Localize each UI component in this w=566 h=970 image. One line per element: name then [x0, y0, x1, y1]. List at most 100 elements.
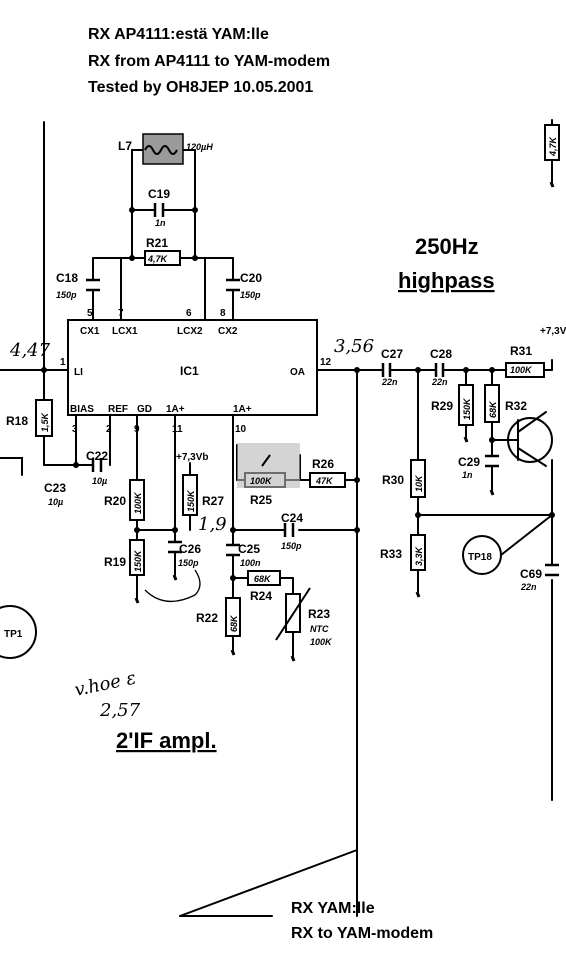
ic1-pinnum-1: 1 — [60, 357, 66, 368]
c29-label: C29 — [458, 455, 480, 469]
r29-value: 150K — [462, 397, 472, 420]
title-line-1: RX AP4111:estä YAM:lle — [88, 26, 269, 43]
r32-label: R32 — [505, 399, 527, 413]
c27-value: 22n — [381, 377, 398, 387]
ic1-pinnum-6: 6 — [186, 308, 192, 319]
c18-label: C18 — [56, 271, 78, 285]
c29-value: 1n — [462, 470, 473, 480]
ic1-pin-bias: BIAS — [70, 404, 94, 415]
l7-value: 120µH — [186, 142, 213, 152]
vcc-b-label: +7,3Vb — [176, 452, 209, 463]
ground-symbols — [134, 181, 555, 662]
ic1-pinnum-8: 8 — [220, 308, 226, 319]
c25-label: C25 — [238, 542, 260, 556]
r4-value: 4,7K — [548, 135, 558, 157]
r27-value: 150K — [186, 489, 196, 512]
footer-line-1: RX YAM:lle — [291, 900, 375, 917]
ic1-body — [67, 319, 318, 416]
r24-label: R24 — [250, 589, 272, 603]
r26-label: R26 — [312, 457, 334, 471]
r21-label: R21 — [146, 236, 168, 250]
ic1-pinnum-7: 7 — [118, 308, 124, 319]
hand-scrawl: v.hoe ε — [73, 667, 138, 700]
c22-label: C22 — [86, 449, 108, 463]
r19-value: 150K — [133, 549, 143, 572]
ic1-pin-ref: REF — [108, 404, 128, 415]
r31-value: 100K — [510, 365, 533, 375]
if-amp-label: 2'IF ampl. — [116, 728, 217, 753]
r29-label: R29 — [431, 399, 453, 413]
title-line-3: Tested by OH8JEP 10.05.2001 — [88, 79, 314, 96]
c69-value: 22n — [520, 582, 537, 592]
c18-value: 150p — [56, 290, 77, 300]
ic1-pin-cx1: CX1 — [80, 326, 100, 337]
ic1-pin-lcx1: LCX1 — [112, 326, 138, 337]
c25-value: 100n — [240, 558, 261, 568]
c26-value: 150p — [178, 558, 199, 568]
vcc-label: +7,3V — [540, 326, 566, 337]
r24-value: 68K — [254, 574, 272, 584]
tp1-circle — [0, 605, 37, 659]
r25-label: R25 — [250, 493, 272, 507]
r18-value: 1,5K — [40, 411, 50, 432]
r23-ntc-arrow — [275, 587, 311, 641]
l7-inductor — [142, 133, 184, 165]
c28-label: C28 — [430, 347, 452, 361]
ic1-pin-oa: OA — [290, 367, 305, 378]
r26-value: 47K — [315, 476, 334, 486]
hand-voltage-out: 3,56 — [334, 336, 374, 357]
r33-label: R33 — [380, 547, 402, 561]
ic1-pinnum-5: 5 — [87, 308, 93, 319]
ic1-pinnum-11: 11 — [172, 424, 183, 435]
capacitor-plates — [86, 203, 559, 577]
r21-value: 4,7K — [147, 254, 169, 264]
ic1-pin-lcx2: LCX2 — [177, 326, 203, 337]
c28-value: 22n — [431, 377, 448, 387]
r31-label: R31 — [510, 344, 532, 358]
c26-label: C26 — [179, 542, 201, 556]
r23-value: 100K — [310, 637, 333, 647]
tp1-label: TP1 — [4, 629, 23, 640]
r18-label: R18 — [6, 414, 28, 428]
c19-label: C19 — [148, 187, 170, 201]
r20-label: R20 — [104, 494, 126, 508]
footer-line-2: RX to YAM-modem — [291, 925, 434, 942]
c69-label: C69 — [520, 567, 542, 581]
r25-wiper — [261, 454, 271, 467]
ic1-pinnum-12: 12 — [320, 357, 332, 368]
r27-label: R27 — [202, 494, 224, 508]
r28-value: 68K — [488, 400, 498, 418]
c27-label: C27 — [381, 347, 403, 361]
r19-label: R19 — [104, 555, 126, 569]
r20-value: 100K — [133, 491, 143, 514]
r30-label: R30 — [382, 473, 404, 487]
ic1-pin-1a-plus-b: 1A+ — [233, 404, 252, 415]
c20-label: C20 — [240, 271, 262, 285]
ic1-pinnum-9: 9 — [134, 424, 140, 435]
r22-label: R22 — [196, 611, 218, 625]
r23-value-ntc: NTC — [310, 624, 329, 634]
r25-trimmer-shading — [237, 443, 300, 488]
r23-label: R23 — [308, 607, 330, 621]
ic1-pin-li: LI — [74, 367, 83, 378]
c22-value: 10µ — [92, 476, 107, 486]
r25-value: 100K — [250, 476, 273, 486]
r33-value: 3,3K — [414, 545, 424, 566]
ic1-pinnum-3: 3 — [72, 424, 78, 435]
ic1-pin-cx2: CX2 — [218, 326, 238, 337]
hand-mid-note: 1,9 — [198, 514, 227, 535]
ic1-pinnum-10: 10 — [235, 424, 247, 435]
c19-value: 1n — [155, 218, 166, 228]
r30-value: 10K — [414, 474, 424, 492]
l7-label: L7 — [118, 139, 132, 153]
c23-value: 10µ — [48, 497, 63, 507]
tp18-label: TP18 — [468, 552, 492, 563]
wires — [0, 119, 553, 917]
r22-value: 68K — [229, 614, 239, 632]
c24-value: 150p — [281, 541, 302, 551]
ic1-label: IC1 — [180, 364, 199, 378]
highpass-freq: 250Hz — [415, 234, 479, 259]
junction-dots — [41, 207, 555, 581]
c24-label: C24 — [281, 511, 303, 525]
